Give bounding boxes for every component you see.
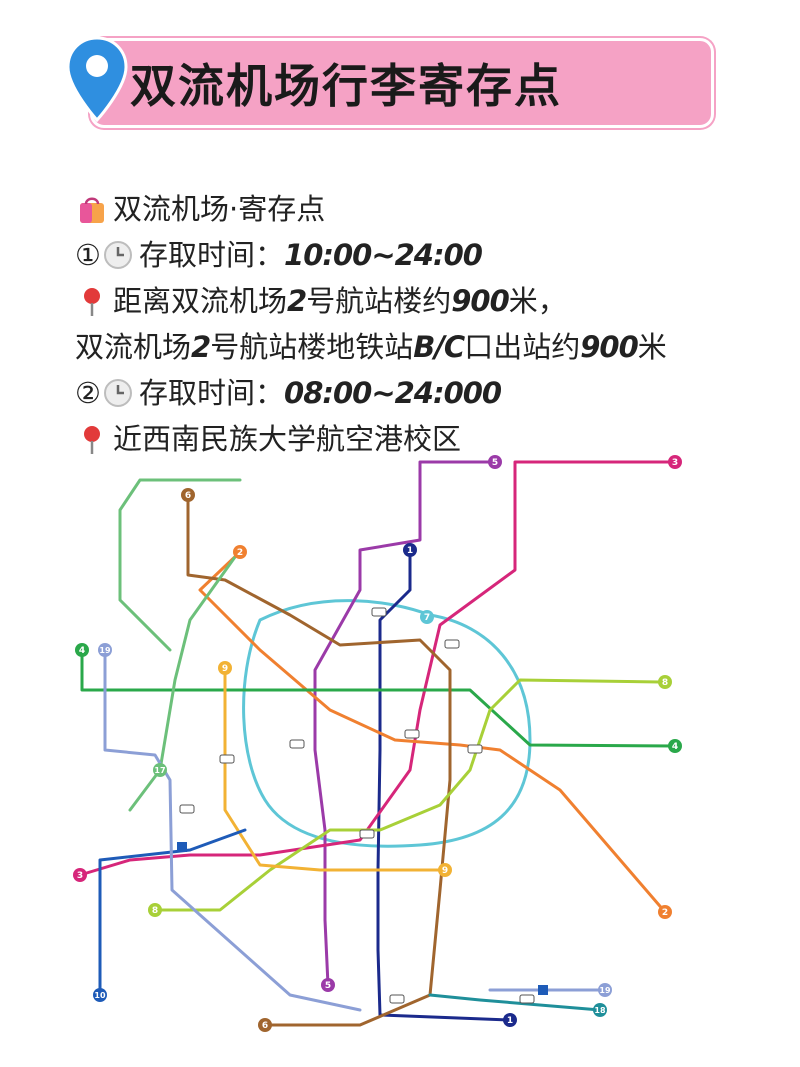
line-badge-10 [93,988,107,1002]
line-badge-5-south [321,978,335,992]
line-badge-19 [98,643,112,657]
line-badge-18-label: 18 [594,1006,606,1015]
line-badge-6-south [258,1018,272,1032]
line-badge-1-south-label: 1 [507,1016,513,1026]
item1-line2-d: 米 [637,330,667,364]
metro-line-19 [103,648,362,1012]
shopping-bag-icon [80,197,104,223]
line-badge-7 [420,610,434,624]
line-badge-4-label: 4 [79,646,85,656]
item1-loc-c: 米， [508,284,567,318]
metro-line-5 [313,460,497,987]
line-badge-2-label: 2 [237,548,243,558]
line-badge-9-west-label: 9 [222,664,228,674]
item1-loc-num1: 2 [287,284,307,318]
info-heading-row: 双流机场·寄存点 [75,186,775,232]
line-badge-17 [153,763,167,777]
line-badge-19-east-label: 19 [599,986,611,995]
item1-line2-c: 口出站约 [464,330,581,364]
item1-line2-bc: B/C [413,330,465,364]
line-badge-4-east-label: 4 [672,742,678,752]
item2-time-label: 存取时间： [139,376,285,410]
line-badge-5-label: 5 [492,458,498,468]
station-markers [179,607,535,1004]
line-badge-18 [593,1003,607,1017]
line-badge-1-south [503,1013,517,1027]
metro-map: 5 3 6 2 1 7 4 4 10 17 8 8 18 19 [60,450,750,1040]
line-badge-3-label: 3 [672,458,678,468]
line-badge-6-label: 6 [185,491,191,501]
line-badge-2-east-label: 2 [662,908,668,918]
line-badge-7-label: 7 [424,613,430,623]
item1-line2-num1: 2 [191,330,211,364]
item1-line2-a: 双流机场 [75,330,192,364]
line-badge-1-label: 1 [407,546,413,556]
line-badge-19-label: 19 [99,646,111,655]
metro-line-1 [376,548,512,1022]
line-badge-19-east [598,983,612,997]
item1-loc-num2: 900 [451,284,510,318]
line-badge-9-west [218,661,232,675]
metro-line-7 [242,599,532,848]
line-badge-3-west [73,868,87,882]
line-badge-8-label: 8 [152,906,158,916]
metro-line-9 [223,666,447,872]
metro-line-2 [198,550,667,914]
line-badge-8 [148,903,162,917]
clock-icon [104,379,132,407]
item1-marker: ① [75,238,101,272]
line-badge-5 [488,455,502,469]
airport-icons [177,842,548,995]
item1-line2-num2: 900 [580,330,639,364]
pushpin-icon [84,426,100,454]
item1-line2-b: 号航站楼地铁站 [210,330,414,364]
line-badge-6 [181,488,195,502]
line-badge-9 [438,863,452,877]
clock-icon [104,241,132,269]
line-badge-5-south-label: 5 [325,981,331,991]
title-banner [90,38,714,128]
line-badge-17-label: 17 [154,766,165,775]
metro-line-8 [153,678,662,912]
line-badge-4-east [668,739,682,753]
metro-line-4 [80,648,677,748]
line-badge-3-west-label: 3 [77,871,83,881]
item2-time-row: ② 存取时间： 08:00~24:000 [75,370,775,416]
line-badge-2-east [658,905,672,919]
page-title: 双流机场行李寄存点 [130,59,562,113]
metro-map-svg: 5 3 6 2 1 7 4 4 10 17 8 8 18 19 [73,455,682,1032]
metro-line-10 [98,828,247,997]
line-badge-3 [668,455,682,469]
item2-time-value: 08:00~24:000 [284,376,502,410]
pushpin-icon [84,288,100,316]
item1-time-label: 存取时间： [139,238,285,272]
info-heading: 双流机场·寄存点 [113,192,326,226]
item2-marker: ② [75,376,101,410]
metro-line-17 [128,548,242,812]
line-badge-6-south-label: 6 [262,1021,268,1031]
line-badge-8-east-label: 8 [662,678,668,688]
item1-time-row: ① 存取时间： 10:00~24:00 [75,232,775,278]
item1-loc-a: 距离双流机场 [113,284,288,318]
line-badge-10-label: 10 [94,991,106,1000]
line-badge-8-east [658,675,672,689]
item1-time-value: 10:00~24:00 [284,238,483,272]
item2-location: 近西南民族大学航空港校区 [113,422,462,456]
line-badge-1 [403,543,417,557]
metro-line-18 [428,993,602,1012]
location-pin-icon [66,36,128,123]
item1-loc-b: 号航站楼约 [306,284,452,318]
line-badge-4 [75,643,89,657]
metro-line-northwest [118,478,242,652]
item2-location-row: 近西南民族大学航空港校区 [75,416,775,462]
line-badge-2 [233,545,247,559]
line-badge-9-label: 9 [442,866,448,876]
